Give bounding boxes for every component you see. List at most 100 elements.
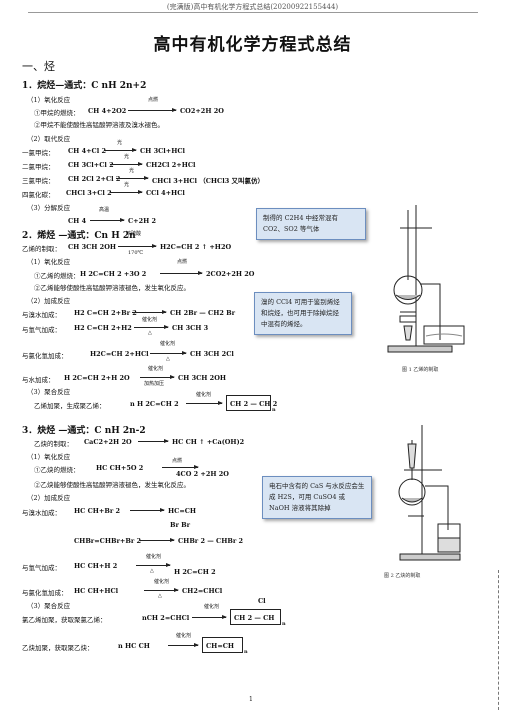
- polymer-n: n: [282, 621, 286, 627]
- header-rule: [28, 12, 478, 13]
- reaction-arrow: [134, 325, 169, 329]
- equation-lhs: CH 3CH 2OH: [68, 243, 117, 251]
- reaction-arrow: [168, 643, 199, 647]
- condition-label: 催化剂: [176, 633, 192, 639]
- alkene-burn-label: ①乙烯的燃烧：: [34, 272, 80, 280]
- polymer-bracket-left: [230, 609, 277, 625]
- alkyne-addition: （2）加成反应: [27, 494, 71, 502]
- equation-lhs: CHBr=CHBr+Br 2: [74, 537, 142, 545]
- reaction-arrow: [144, 588, 179, 592]
- equation-lhs: HC CH+HCl: [74, 587, 119, 595]
- condition-label: 催化剂: [154, 579, 170, 585]
- polymer-bracket-right: [276, 609, 281, 625]
- equation-rhs: 4CO 2 +2H 2O: [176, 470, 229, 478]
- equation-lhs: H2C=CH 2+HCl: [90, 350, 149, 358]
- reaction-arrow: [160, 271, 203, 275]
- acetylene-apparatus-illustration: [398, 425, 461, 561]
- condition-label: 点燃: [148, 97, 159, 103]
- condition-label: 催化剂: [146, 554, 162, 560]
- equation-lhs: n HC CH: [118, 642, 150, 650]
- equation-rhs: CH 3CH 2Cl: [190, 350, 234, 358]
- alkene-polymer: （3）聚合反应: [27, 388, 71, 396]
- condition-label: 点燃: [177, 259, 188, 265]
- reaction-arrow: [110, 190, 143, 194]
- alkane-heading: 1．烷烃—通式：C nH 2n+2: [22, 81, 147, 91]
- condition-label: 加热加压: [144, 381, 165, 387]
- polymer-bracket-left: [226, 395, 267, 411]
- sub-label: 四氯化碳：: [22, 191, 55, 199]
- equation-rhs: CH 3CH 2OH: [178, 374, 227, 382]
- equation-rhs: CHCl 3+HCl （CHCl3 又叫氯仿）: [152, 177, 264, 185]
- reaction-arrow: [104, 148, 137, 152]
- page-number: 1: [249, 696, 253, 703]
- equation-lhs: CH 3Cl+Cl 2: [68, 161, 114, 169]
- reaction-arrow: [116, 176, 149, 180]
- methane-kmno4-note: ②甲烷不能使酸性高锰酸钾溶液及溴水褪色。: [34, 121, 164, 129]
- alkene-kmno4-note: ②乙烯能够使酸性高锰酸钾溶液褪色，发生氧化反应。: [34, 284, 190, 292]
- polymer-n: n: [244, 649, 248, 655]
- condition-label: △: [148, 330, 152, 336]
- alkane-decomp: （3）分解反应: [27, 204, 71, 212]
- figure-caption: 图 2 乙炔的制取: [384, 573, 421, 579]
- reaction-arrow: [90, 218, 125, 222]
- condition-label: 催化剂: [196, 392, 212, 398]
- equation-rhs: CH 3CH 3: [172, 324, 209, 332]
- condition-label: 催化剂: [142, 317, 158, 323]
- alkyne-polymer: （3）聚合反应: [27, 602, 71, 610]
- equation-lhs: H2 C=CH 2+Br 2: [74, 309, 137, 317]
- equation-lhs: CHCl 3+Cl 2: [66, 189, 112, 197]
- condition-label: 光: [124, 154, 130, 160]
- equation-rhs: CH=CH: [206, 642, 235, 650]
- condition-label: 光: [129, 168, 135, 174]
- reaction-arrow: [138, 439, 169, 443]
- condition-label: △: [150, 568, 154, 574]
- addition-label: 与氯化氢加成：: [22, 589, 68, 597]
- equation-lhs: H 2C=CH 2+H 2O: [64, 374, 130, 382]
- condition-label: 光: [124, 182, 130, 188]
- sub-label: 二氯甲烷：: [22, 163, 55, 171]
- equation-rhs: CH 2 — CH 2: [230, 400, 278, 408]
- alkyne-oxidation: （1）氧化反应: [27, 453, 71, 461]
- equation-lhs: CH 2Cl 2+Cl 2: [68, 175, 121, 183]
- equation-lhs: CaC2+2H 2O: [84, 438, 132, 446]
- alkane-substitution: （2）取代反应: [27, 135, 71, 143]
- equation-rhs: CO2+2H 2O: [180, 107, 224, 115]
- equation-rhs: CHBr 2 — CHBr 2: [178, 537, 244, 545]
- ethylene-apparatus-illustration: [387, 205, 465, 353]
- poly-label: 乙烯加聚，生成聚乙烯：: [34, 402, 106, 410]
- alkene-prep-label: 乙烯的制取：: [22, 245, 61, 253]
- condition-label: 催化剂: [160, 341, 176, 347]
- equation-rhs: HC=CH: [168, 507, 197, 515]
- reaction-arrow: [162, 465, 199, 469]
- reaction-arrow: [110, 162, 143, 166]
- note-box: 溴的 CCl4 可用于鉴别烯烃和烷烃，也可用于除掉烷烃中混有的烯烃。: [254, 292, 352, 335]
- alkene-oxidation: （1）氧化反应: [27, 258, 71, 266]
- figure-caption: 图 1 乙烯的制取: [402, 367, 439, 373]
- reaction-arrow: [128, 108, 177, 112]
- alkene-heading: 2．烯烃 —通式：Cn H 2n: [22, 231, 136, 241]
- addition-label: 与氢气加成：: [22, 564, 61, 572]
- equation-rhs: CH2=CHCl: [182, 587, 223, 595]
- condition-label: 光: [117, 140, 123, 146]
- equation-lhs: H 2C=CH 2 +3O 2: [80, 270, 147, 278]
- reaction-arrow: [192, 615, 227, 619]
- pa-label: 乙炔加聚，获取聚乙炔：: [22, 644, 94, 652]
- equation-rhs: H 2C=CH 2: [174, 568, 216, 576]
- alkyne-heading: 3．炔烃 —通式：C nH 2n-2: [22, 426, 146, 436]
- equation-rhs: C+2H 2: [128, 217, 157, 225]
- substituent-labels: Br Br: [170, 521, 191, 529]
- note-box: 电石中含有的 CaS 与水反应会生成 H2S，可用 CuSO4 或 NaOH 溶…: [262, 476, 372, 519]
- equation-rhs: H2C=CH 2 ↑ +H2O: [160, 243, 232, 251]
- condition-label: 催化剂: [148, 366, 164, 372]
- condition-label: 浓硫酸: [126, 231, 142, 237]
- addition-label: 与溴水加成：: [22, 311, 61, 319]
- alkene-addition: （2）加成反应: [27, 297, 71, 305]
- polymer-bracket-right: [238, 637, 243, 653]
- sub-label: 三氯甲烷：: [22, 177, 55, 185]
- polymer-bracket-right: [266, 395, 271, 411]
- equation-lhs: HC CH+H 2: [74, 562, 118, 570]
- equation-rhs: CH 3Cl+HCl: [140, 147, 185, 155]
- equation-lhs: CH 4+2O2: [88, 107, 127, 115]
- equation-rhs: CH2Cl 2+HCl: [146, 161, 196, 169]
- pvc-cl-label: Cl: [258, 597, 266, 605]
